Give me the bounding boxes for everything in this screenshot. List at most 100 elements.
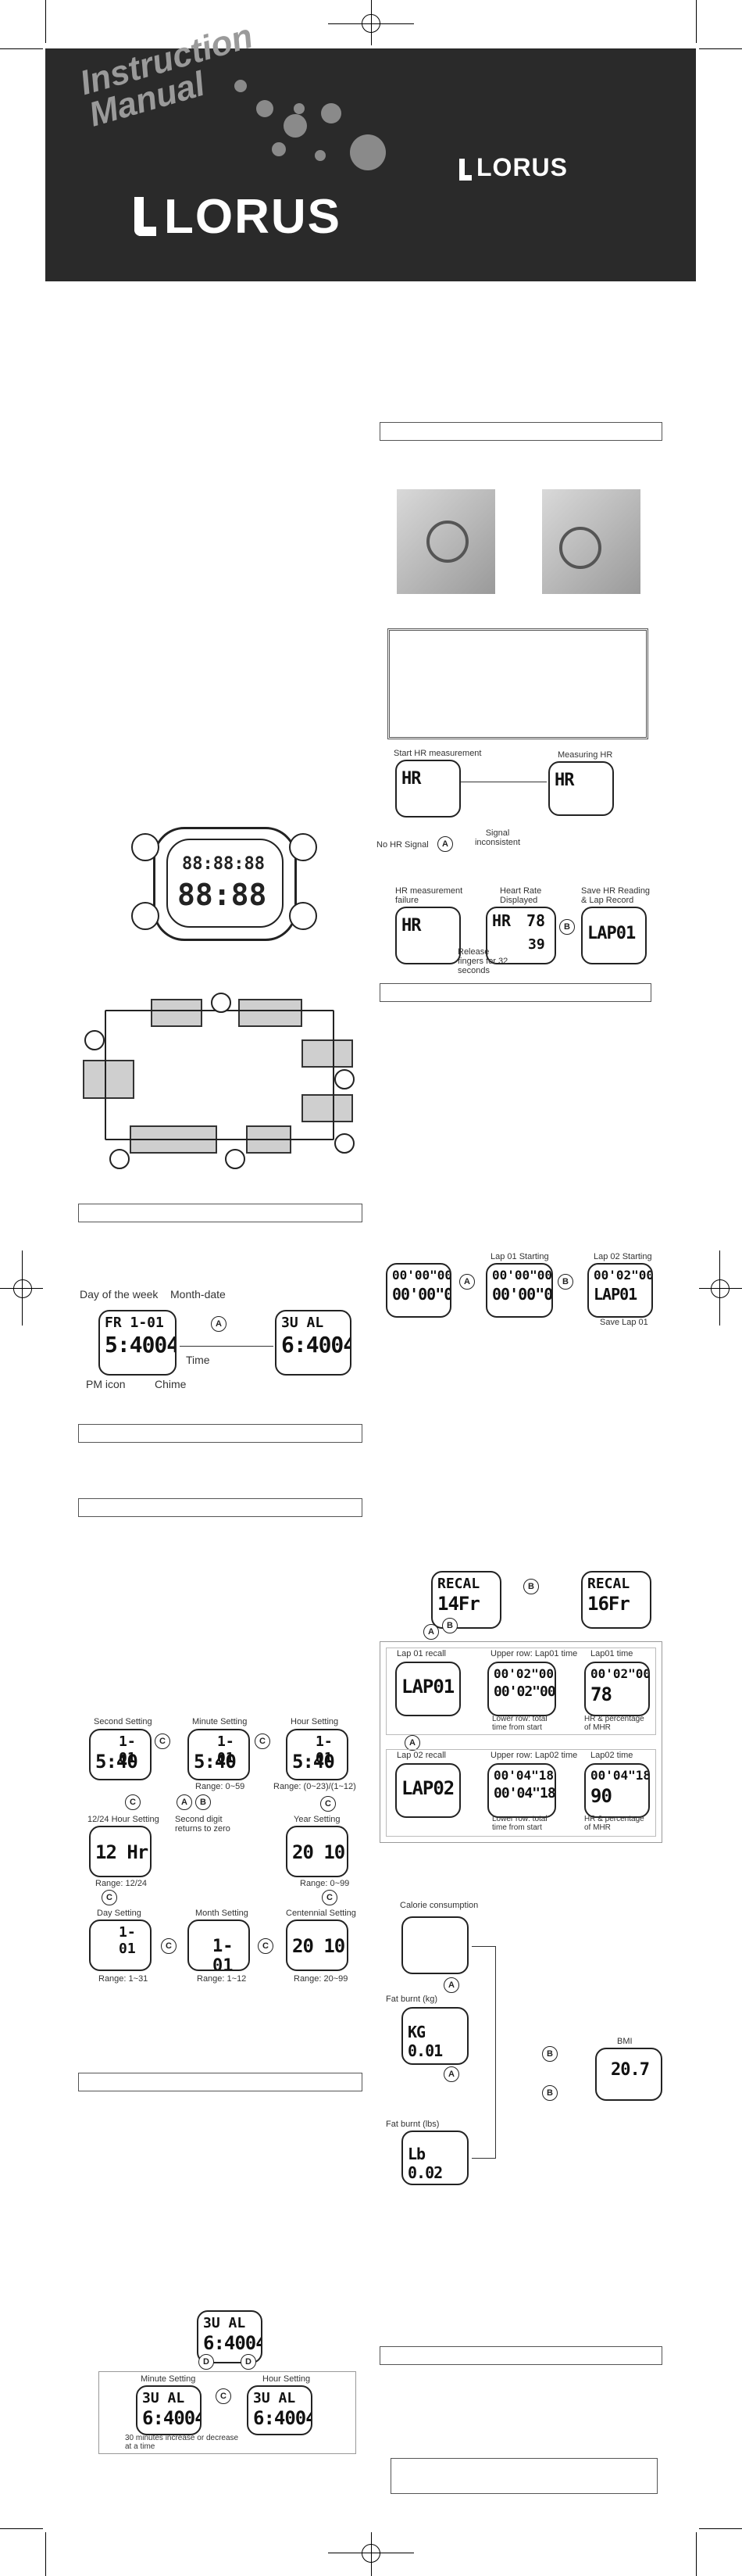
button-b-icon: B bbox=[542, 2085, 558, 2101]
lcd-alarm-minute: ЗU AL 6:4004 bbox=[136, 2385, 202, 2435]
lcd-recall-lap01-time: 00'02"00 00'02"00 bbox=[487, 1662, 556, 1716]
lcd-month: 1-01 bbox=[187, 1919, 250, 1971]
mode-box bbox=[83, 1060, 134, 1099]
button-c-icon: C bbox=[320, 1796, 336, 1812]
section-header-box bbox=[78, 1498, 362, 1517]
mode-box bbox=[151, 999, 202, 1027]
button-a-icon: A bbox=[437, 836, 453, 852]
label-lap02-time: Lap02 time bbox=[590, 1751, 633, 1760]
label-alarm-minute: Minute Setting bbox=[141, 2374, 196, 2384]
label-time: Time bbox=[186, 1354, 210, 1366]
label-hr-displayed: Heart Rate Displayed bbox=[500, 886, 542, 905]
lcd-recall-lap01-hr: 00'02"00 78 bbox=[584, 1662, 650, 1716]
label-day-setting: Day Setting bbox=[97, 1909, 141, 1918]
label-range-minute: Range: 0~59 bbox=[195, 1782, 245, 1791]
decor-dot bbox=[234, 80, 247, 92]
lcd-time-mode: FR 1-01 5:4004 bbox=[98, 1310, 177, 1376]
mode-button-icon bbox=[334, 1069, 355, 1089]
watch-button-tr[interactable] bbox=[289, 833, 317, 861]
button-d-icon: D bbox=[198, 2354, 214, 2370]
watch-display: 88:88:88 88:88 bbox=[166, 839, 284, 928]
lcd-lap02: 00'02"00 LAP01 bbox=[587, 1263, 653, 1318]
mode-box bbox=[238, 999, 302, 1027]
label-save-lap: Save Lap 01 bbox=[600, 1318, 648, 1327]
label-century-setting: Centennial Setting bbox=[286, 1909, 356, 1918]
mode-button-icon bbox=[211, 993, 231, 1013]
label-second-setting: Second Setting bbox=[94, 1717, 152, 1726]
label-lower-total2: Lower row: total time from start bbox=[492, 1815, 548, 1832]
crop-mark bbox=[699, 2528, 742, 2529]
label-month-setting: Month Setting bbox=[195, 1909, 248, 1918]
button-a-icon: A bbox=[459, 1274, 475, 1290]
label-range-century: Range: 20~99 bbox=[294, 1974, 348, 1984]
label-hour-setting: Hour Setting bbox=[291, 1717, 339, 1726]
alarm-setting-panel bbox=[98, 2371, 356, 2454]
label-lap01-recall: Lap 01 recall bbox=[397, 1649, 446, 1658]
crop-mark bbox=[45, 2532, 46, 2576]
watch-button-bl[interactable] bbox=[131, 902, 159, 930]
label-month-date: Month-date bbox=[170, 1288, 226, 1301]
section-header-box bbox=[78, 2073, 362, 2091]
crop-mark bbox=[45, 0, 46, 43]
lcd-hr-start: HR bbox=[395, 760, 461, 818]
button-c-icon: C bbox=[255, 1733, 270, 1749]
lorus-logo-small-icon bbox=[459, 159, 472, 181]
label-lower-total: Lower row: total time from start bbox=[492, 1715, 548, 1732]
label-fat-kg: Fat burnt (kg) bbox=[386, 1995, 438, 2004]
label-hr-failure: HR measurement failure bbox=[395, 886, 463, 905]
lcd-hr-failure: HR bbox=[395, 907, 461, 964]
crop-mark bbox=[696, 0, 697, 43]
lorus-logo-icon bbox=[134, 197, 156, 236]
label-hr-pct: HR & percentage of MHR bbox=[584, 1715, 644, 1732]
lcd-recal-2: RECAL 16Fr bbox=[581, 1571, 651, 1629]
mode-flow-loop bbox=[105, 1010, 334, 1140]
button-c-icon: C bbox=[102, 1890, 117, 1905]
button-b-icon: B bbox=[523, 1579, 539, 1594]
crop-mark bbox=[0, 48, 43, 49]
label-second-note: Second digit returns to zero bbox=[175, 1815, 230, 1834]
label-range-month: Range: 1~12 bbox=[197, 1974, 247, 1984]
decor-dot bbox=[294, 103, 305, 114]
label-lap02-recall: Lap 02 recall bbox=[397, 1751, 446, 1760]
button-c-icon: C bbox=[125, 1794, 141, 1810]
note-box bbox=[391, 2458, 658, 2494]
label-upper-lap02: Upper row: Lap02 time bbox=[491, 1751, 578, 1760]
recall-lap02-panel bbox=[386, 1749, 656, 1837]
watch-icon bbox=[426, 521, 469, 563]
label-upper-lap01: Upper row: Lap01 time bbox=[491, 1649, 578, 1658]
section-header-box bbox=[78, 1204, 362, 1222]
button-d-icon: D bbox=[241, 2354, 256, 2370]
label-release: Release fingers for 32 seconds bbox=[458, 947, 508, 975]
lcd-hr-measuring: HR bbox=[548, 761, 614, 816]
section-header-box bbox=[78, 1424, 362, 1443]
label-range-hour: Range: (0~23)/(1~12) bbox=[273, 1782, 356, 1791]
label-calorie: Calorie consumption bbox=[400, 1901, 479, 1910]
watch-button-br[interactable] bbox=[289, 902, 317, 930]
label-hr-save: Save HR Reading & Lap Record bbox=[581, 886, 651, 905]
label-chime: Chime bbox=[155, 1378, 187, 1390]
button-b-icon: B bbox=[442, 1618, 458, 1633]
mode-button-icon bbox=[225, 1149, 245, 1169]
lcd-second: 1-01 5:40 bbox=[89, 1729, 152, 1780]
button-b-icon: B bbox=[195, 1794, 211, 1810]
label-alarm-note: 30 minutes increase or decrease at a tim… bbox=[125, 2434, 239, 2451]
cover-banner bbox=[45, 48, 696, 281]
photo-hand-watch-2 bbox=[542, 489, 640, 594]
label-pm-icon: PM icon bbox=[86, 1378, 126, 1390]
label-no-signal: No HR Signal bbox=[376, 840, 429, 850]
crop-mark bbox=[699, 48, 742, 49]
decor-dot bbox=[284, 114, 307, 138]
crop-mark bbox=[0, 2528, 43, 2529]
button-a-icon: A bbox=[444, 2066, 459, 2082]
lcd-century: 20 10 bbox=[286, 1919, 348, 1971]
section-header-box bbox=[380, 983, 651, 1002]
label-bmi: BMI bbox=[617, 2037, 633, 2046]
lcd-bmi: 20.7 bbox=[595, 2048, 662, 2101]
decor-dot bbox=[315, 150, 326, 161]
lcd-alarm-hour: ЗU AL 6:4004 bbox=[247, 2385, 312, 2435]
watch-button-tl[interactable] bbox=[131, 833, 159, 861]
lcd-lap-reset: 00'00"00 00'00"00 bbox=[386, 1263, 451, 1318]
lcd-recall-lap02-time: 00'04"18 00'04"18 bbox=[487, 1763, 556, 1818]
button-c-icon: C bbox=[155, 1733, 170, 1749]
button-b-icon: B bbox=[559, 919, 575, 935]
